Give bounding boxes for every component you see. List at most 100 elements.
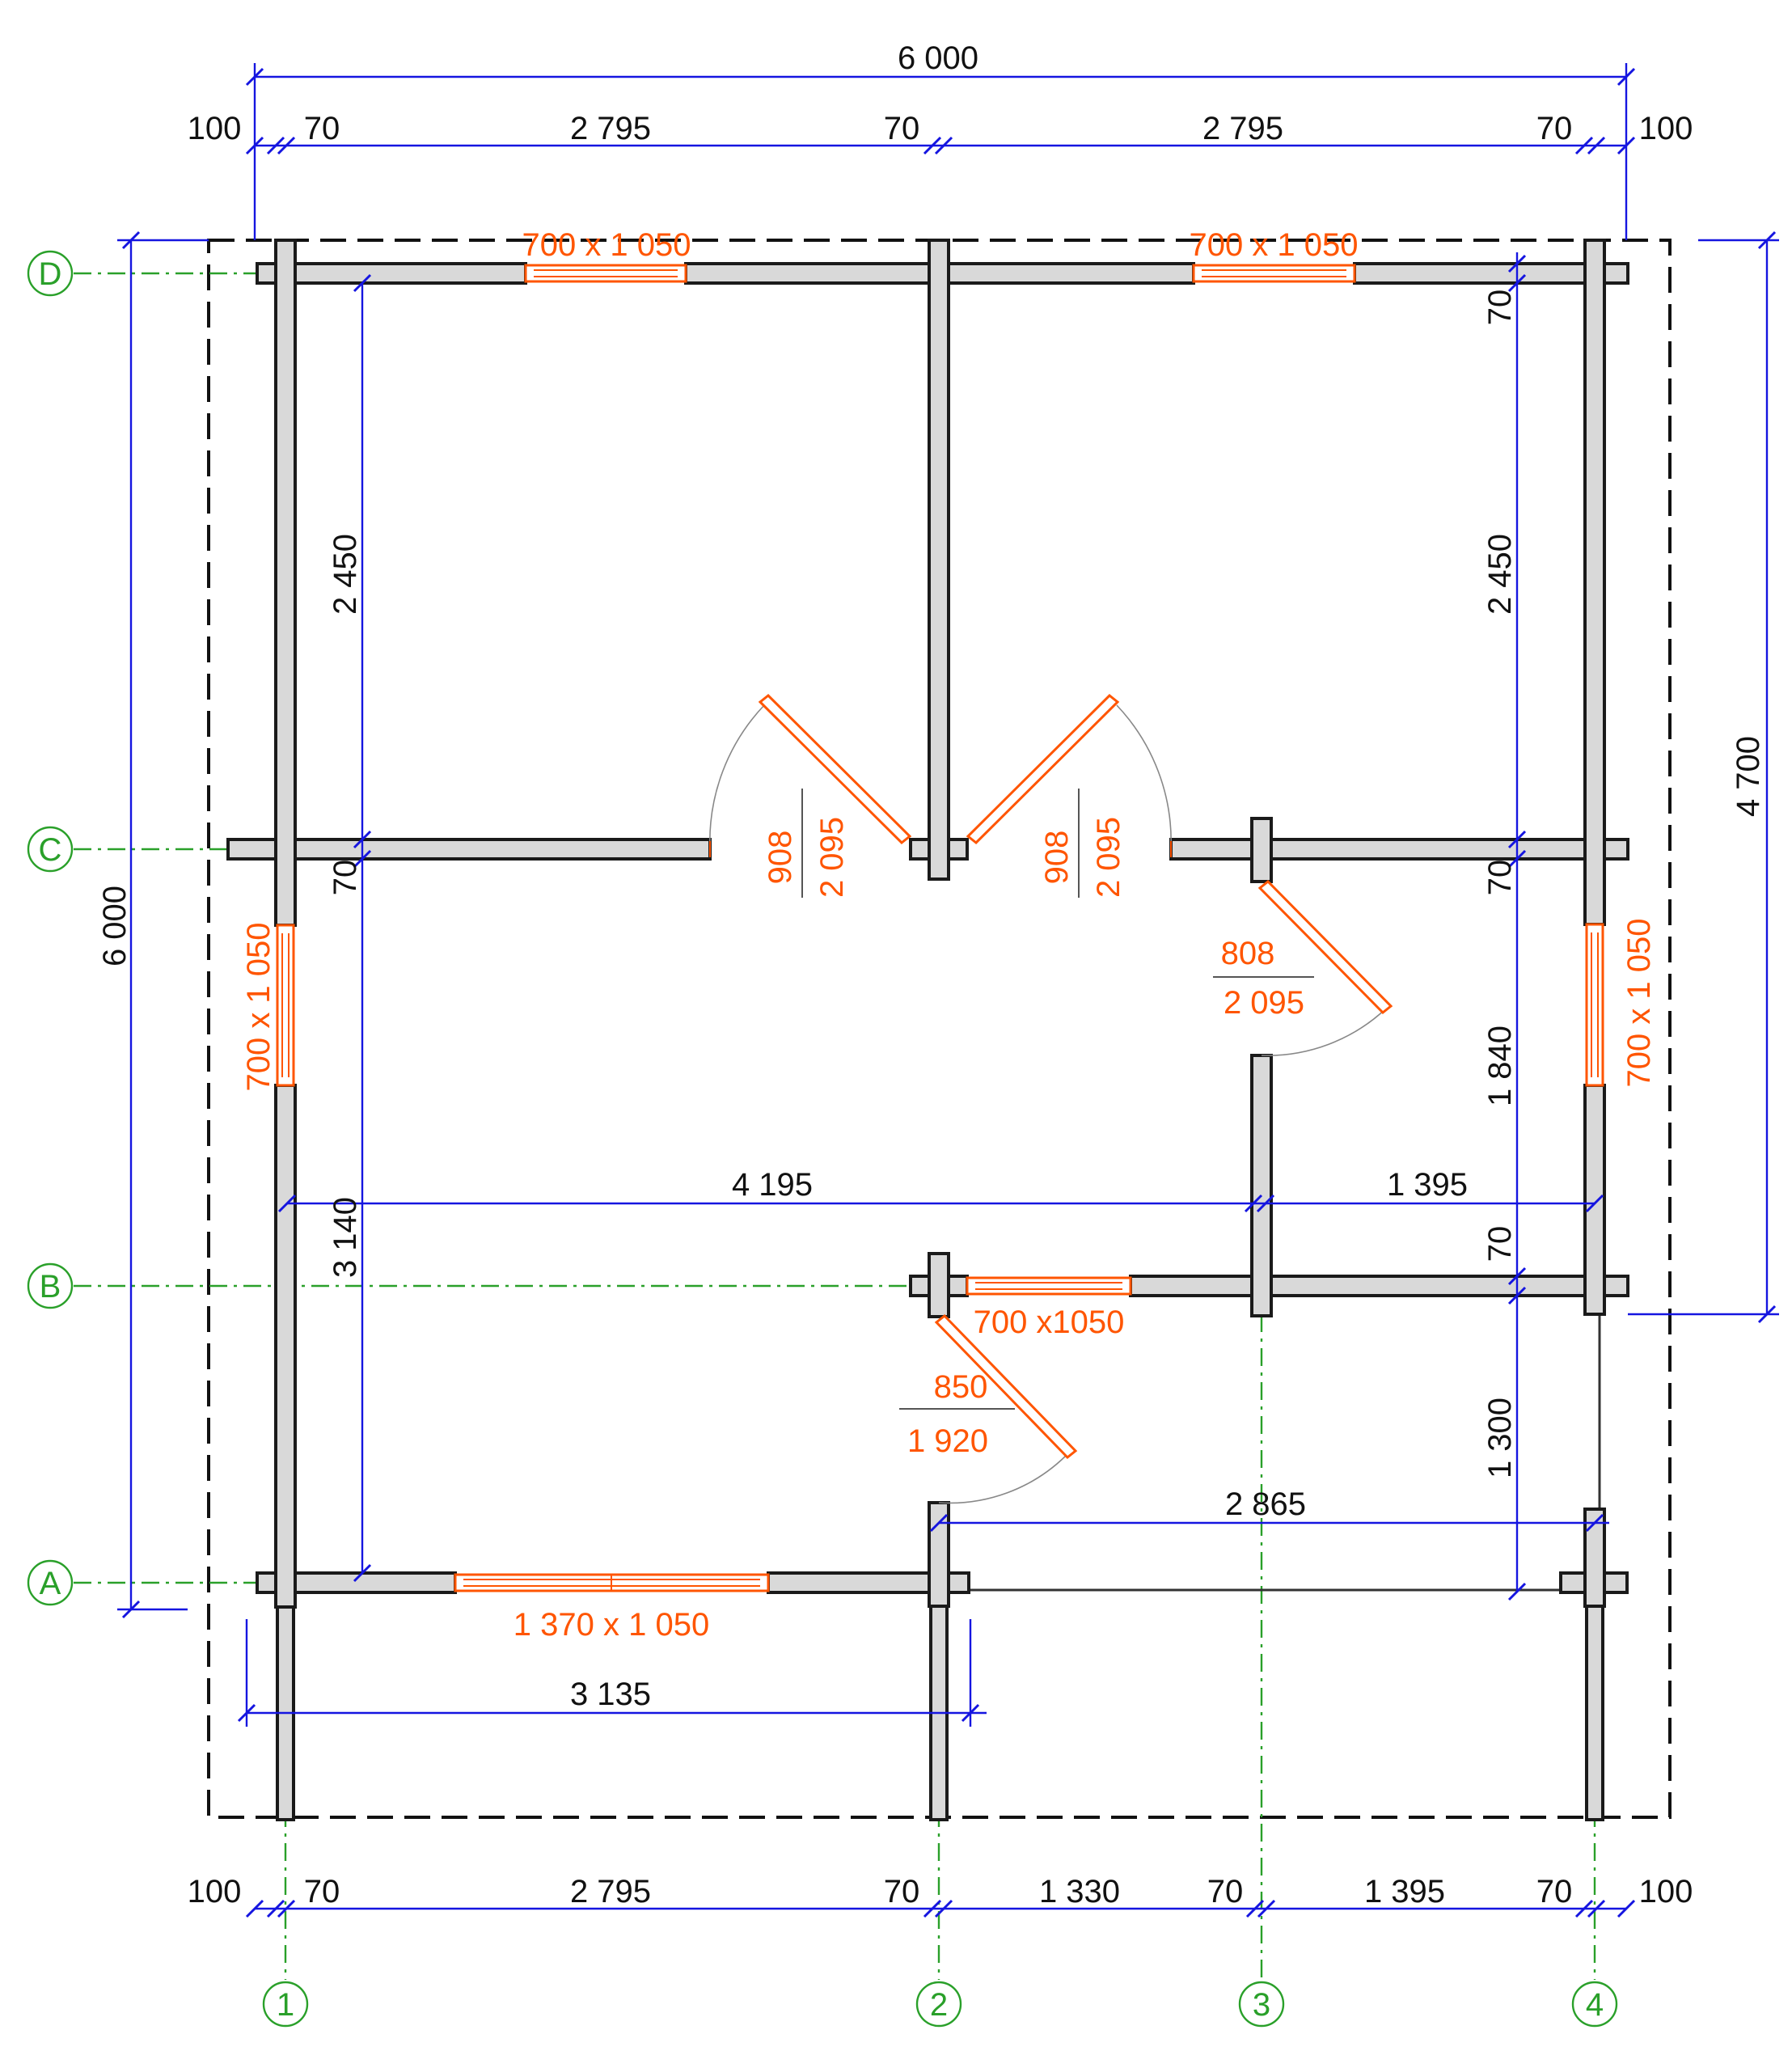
door-room-right xyxy=(966,693,1172,857)
wall-4-segment xyxy=(1583,1084,1606,1316)
window-label-top-right: 700 x 1 050 xyxy=(1189,227,1358,263)
grid-label: B xyxy=(40,1269,61,1305)
porch-posts xyxy=(276,1314,1604,1821)
dim-bottom-chain-item: 70 xyxy=(304,1874,340,1909)
dim-bottom-chain-item: 2 795 xyxy=(570,1874,651,1909)
dim-bottom-chain-item: 100 xyxy=(188,1874,242,1909)
dim-top-chain-item: 70 xyxy=(1536,111,1573,146)
grid-bubbles: D C B A 1 2 3 4 xyxy=(27,250,1618,2028)
dim-top-chain-item: 100 xyxy=(1639,111,1693,146)
door-label-side-room: 808 2 095 xyxy=(1213,936,1314,1021)
dim-top-chain-item: 2 795 xyxy=(570,111,651,146)
door-label-room-left: 908 2 095 xyxy=(763,789,850,898)
porch-post-4 xyxy=(1585,1592,1604,1821)
grid-label: D xyxy=(39,256,62,292)
grid-bubble-2: 2 xyxy=(915,1981,962,2028)
porch-post-2 xyxy=(929,1592,949,1821)
wall-4-segment xyxy=(1583,239,1606,926)
dim-top-chain-item: 2 795 xyxy=(1202,111,1283,146)
walls xyxy=(226,239,1629,1609)
dim-right-inner: 70 xyxy=(1482,860,1518,896)
dim-bottom-chain-item: 70 xyxy=(1536,1874,1573,1909)
window-label-left: 700 x 1 050 xyxy=(241,922,277,1091)
wall-2-segment xyxy=(928,1252,950,1318)
grid-bubble-4: 4 xyxy=(1571,1981,1618,2028)
window-right xyxy=(1585,923,1604,1087)
dim-top-chain-item: 70 xyxy=(304,111,340,146)
wall-2-segment xyxy=(928,1501,950,1608)
dim-bottom-chain-item: 1 395 xyxy=(1364,1874,1445,1909)
doors xyxy=(709,693,1393,1504)
dim-bottom-chain-item: 100 xyxy=(1639,1874,1693,1909)
door-width-label: 908 xyxy=(1039,831,1075,885)
dim-left-inner: 3 140 xyxy=(328,1197,363,1278)
wall-4-segment xyxy=(1583,1508,1606,1608)
grid-bubble-c: C xyxy=(27,826,74,873)
window-top-right xyxy=(1192,264,1356,283)
wall-b-segment xyxy=(1129,1275,1629,1297)
window-bottom xyxy=(454,1573,770,1592)
grid-bubble-d: D xyxy=(27,250,74,297)
door-height-label: 2 095 xyxy=(1091,817,1126,898)
dim-right-inner: 70 xyxy=(1482,1226,1518,1262)
dim-top-overall: 6 000 xyxy=(898,40,978,76)
wall-3-segment xyxy=(1250,1054,1273,1317)
dimension-labels: 6 000 100 70 2 795 70 2 795 70 100 100 7… xyxy=(97,40,1766,1909)
window-openings xyxy=(276,264,1604,1592)
door-label-entrance: 850 1 920 xyxy=(899,1369,1015,1459)
wall-2-segment xyxy=(928,239,950,881)
window-axis-b xyxy=(966,1276,1132,1296)
dim-top-chain-item: 100 xyxy=(188,111,242,146)
window-label-right: 700 x 1 050 xyxy=(1621,918,1657,1087)
window-label-axis-b: 700 x1050 xyxy=(974,1305,1125,1340)
window-label-top-left: 700 x 1 050 xyxy=(522,227,691,263)
dim-right-overall: 4 700 xyxy=(1731,736,1766,817)
dim-bottom-chain-item: 70 xyxy=(884,1874,920,1909)
wall-1-segment xyxy=(274,1084,297,1609)
grid-label: 3 xyxy=(1253,1987,1270,2023)
dim-room-width-right: 1 395 xyxy=(1387,1167,1468,1203)
wall-c-segment xyxy=(226,838,712,861)
grid-label: 4 xyxy=(1586,1987,1604,2023)
door-room-left xyxy=(709,693,912,857)
dim-right-inner: 1 300 xyxy=(1482,1398,1518,1478)
door-label-room-right: 908 2 095 xyxy=(1039,789,1126,898)
dim-left-inner: 2 450 xyxy=(328,534,363,615)
window-left xyxy=(276,924,295,1087)
grid-bubble-a: A xyxy=(27,1559,74,1606)
wall-d-segment xyxy=(256,262,527,285)
wall-c-segment xyxy=(1169,838,1629,861)
door-side-room xyxy=(1257,879,1393,1056)
door-width-label: 808 xyxy=(1221,936,1275,971)
dim-bottom-chain-item: 70 xyxy=(1207,1874,1244,1909)
window-label-bottom: 1 370 x 1 050 xyxy=(514,1607,709,1643)
dim-top-chain-item: 70 xyxy=(884,111,920,146)
grid-label: 2 xyxy=(930,1987,948,2023)
dim-room-width-left: 4 195 xyxy=(732,1167,813,1203)
grid-bubble-b: B xyxy=(27,1262,74,1309)
grid-bubble-3: 3 xyxy=(1238,1981,1285,2028)
wall-1-segment xyxy=(274,239,297,927)
opening-labels: 700 x 1 050 700 x 1 050 700 x 1 050 700 … xyxy=(241,227,1657,1643)
door-height-label: 1 920 xyxy=(907,1423,988,1459)
door-width-label: 850 xyxy=(934,1369,988,1405)
window-top-left xyxy=(524,264,687,283)
dim-bottom-extent: 3 135 xyxy=(570,1677,651,1712)
door-height-label: 2 095 xyxy=(814,817,850,898)
dim-right-inner: 1 840 xyxy=(1482,1026,1518,1106)
door-width-label: 908 xyxy=(763,831,798,885)
grid-label: C xyxy=(39,832,62,868)
porch-post-1 xyxy=(276,1592,295,1821)
dim-right-inner: 2 450 xyxy=(1482,534,1518,615)
dim-right-inner: 70 xyxy=(1482,290,1518,326)
grid-label: A xyxy=(40,1566,61,1601)
door-entrance xyxy=(934,1313,1078,1504)
grid-bubble-1: 1 xyxy=(262,1981,309,2028)
dim-bottom-chain-item: 1 330 xyxy=(1039,1874,1120,1909)
door-height-label: 2 095 xyxy=(1224,985,1304,1021)
dim-left-overall: 6 000 xyxy=(97,886,133,966)
dim-left-inner: 70 xyxy=(328,860,363,896)
dim-porch-span: 2 865 xyxy=(1225,1486,1306,1522)
grid-label: 1 xyxy=(277,1987,294,2023)
